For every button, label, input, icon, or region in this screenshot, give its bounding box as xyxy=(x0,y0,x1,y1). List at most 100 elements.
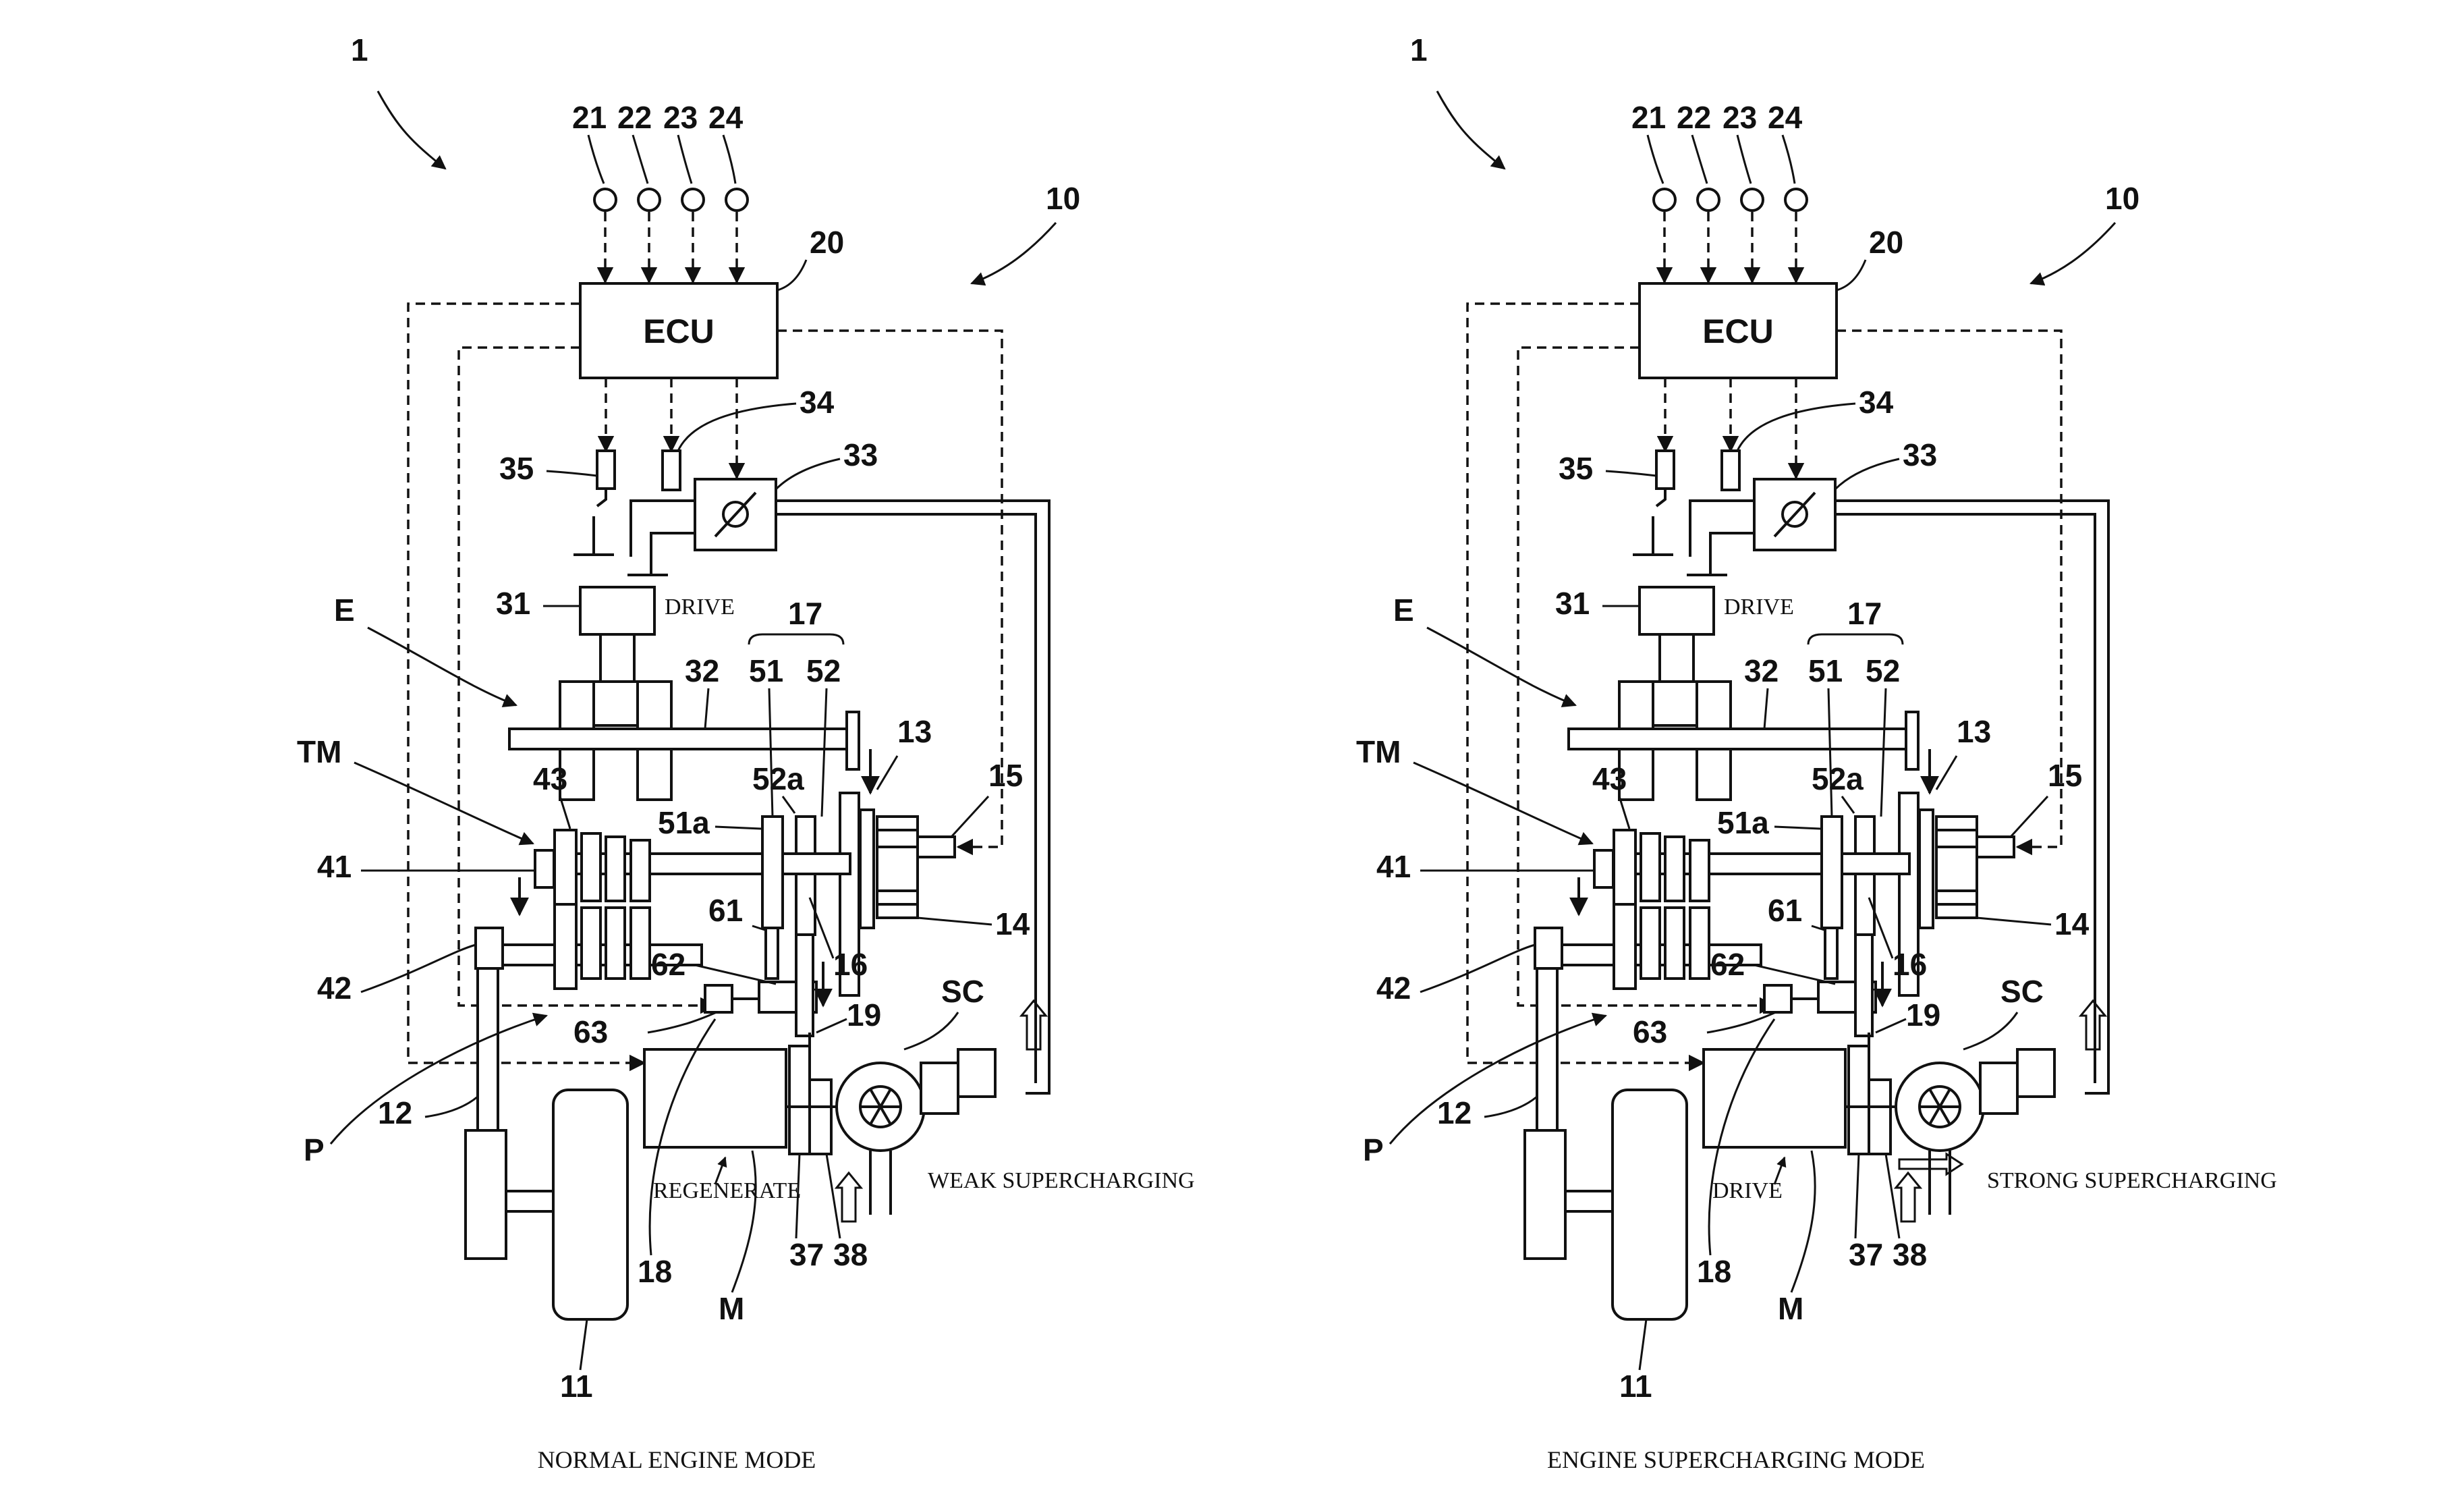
ref-sensor-21: 21 xyxy=(572,100,607,135)
ref-transmission: TM xyxy=(1356,734,1401,769)
ref-shaft-19: 19 xyxy=(847,997,881,1033)
pipe-up-arrow xyxy=(1019,999,1048,1051)
clutch-13-14 xyxy=(1918,808,2015,929)
ref-shaft-16: 16 xyxy=(1893,947,1927,982)
system-leader xyxy=(1436,90,1506,170)
supercharging-label: STRONG SUPERCHARGING xyxy=(1987,1168,2277,1193)
ref-wheel: 11 xyxy=(1619,1369,1652,1404)
crankshaft-32 xyxy=(508,727,851,750)
ref-gear-set: 17 xyxy=(1847,596,1882,631)
sensor-35 xyxy=(1655,449,1675,490)
sensor-34 xyxy=(1720,449,1741,491)
ref-supercharger: SC xyxy=(2000,974,2044,1009)
wheel-11 xyxy=(552,1089,629,1321)
ref-engine: E xyxy=(334,593,355,628)
ecu-label: ECU xyxy=(1702,312,1774,350)
sensors: 21 22 23 24 xyxy=(572,100,749,284)
ref-sensor-23: 23 xyxy=(663,100,698,135)
supercharger-sc xyxy=(835,1062,959,1215)
system-leader xyxy=(376,90,447,170)
motor-m xyxy=(643,1048,787,1149)
motor-m xyxy=(1702,1048,1847,1149)
ref-gear-37: 37 xyxy=(789,1237,824,1272)
ref-sensor-24: 24 xyxy=(708,100,744,135)
ref-system: 1 xyxy=(1410,32,1428,67)
ref-throttle: 33 xyxy=(843,437,878,472)
motor-mode-label: REGENERATE xyxy=(653,1178,801,1203)
ref-power-path: P xyxy=(304,1132,325,1167)
ecu-box xyxy=(1638,282,1838,379)
ref-gear-38: 38 xyxy=(833,1237,868,1272)
actuator-15 xyxy=(916,835,956,858)
ref-gear-37: 37 xyxy=(1849,1237,1883,1272)
ref-gear-52a: 52a xyxy=(1812,761,1864,796)
axle-12 xyxy=(464,1129,507,1260)
intake-up-arrow xyxy=(1893,1171,1923,1223)
ref-gear-51: 51 xyxy=(749,653,783,688)
ref-sensor-63: 63 xyxy=(1633,1014,1667,1049)
ref-sensor-35: 35 xyxy=(499,451,534,486)
ref-ecu: 20 xyxy=(810,225,844,260)
panel-caption: NORMAL ENGINE MODE xyxy=(538,1446,816,1473)
ref-supercharging-system: 10 xyxy=(1046,181,1080,216)
ref-gear-51a: 51a xyxy=(1717,805,1769,840)
actuator-15 xyxy=(1976,835,2015,858)
sensor-34 xyxy=(661,449,681,491)
ref-engine-drive: 31 xyxy=(496,586,530,621)
ref-gear-52: 52 xyxy=(806,653,841,688)
ref-shaft-18: 18 xyxy=(638,1254,672,1289)
ref-motor: M xyxy=(1778,1291,1803,1326)
ref-gear-51: 51 xyxy=(1808,653,1843,688)
ref-gear-42: 42 xyxy=(1376,970,1411,1006)
ref-actuator-62: 62 xyxy=(1710,947,1745,982)
ref-actuator-15: 15 xyxy=(2048,758,2082,793)
ref-shaft-18: 18 xyxy=(1697,1254,1731,1289)
ref-shaft-61: 61 xyxy=(1768,893,1802,928)
clutch-13-14 xyxy=(859,808,956,929)
wheel-11 xyxy=(1611,1089,1688,1321)
ref-wheel: 11 xyxy=(560,1369,593,1404)
crankshaft-32 xyxy=(1567,727,1911,750)
control-lines xyxy=(407,302,1003,1072)
drive-label: DRIVE xyxy=(665,595,735,620)
ref-gear-43: 43 xyxy=(533,761,567,796)
ref-sensor-21: 21 xyxy=(1631,100,1666,135)
control-lines xyxy=(1466,302,2063,1072)
ref-clutch-13: 13 xyxy=(1957,714,1991,749)
engine-drive-31 xyxy=(579,586,656,636)
ref-sensor-24: 24 xyxy=(1768,100,1803,135)
ref-crankshaft: 32 xyxy=(1744,653,1779,688)
ref-power-path: P xyxy=(1363,1132,1384,1167)
ref-actuator-62: 62 xyxy=(651,947,685,982)
ref-gear-42: 42 xyxy=(317,970,352,1006)
ref-axle: 12 xyxy=(1437,1095,1472,1130)
ref-gear-52a: 52a xyxy=(752,761,804,796)
pipe-up-arrow xyxy=(2078,999,2108,1051)
ecu-box xyxy=(579,282,779,379)
ref-gear-52: 52 xyxy=(1866,653,1900,688)
ref-gear-38: 38 xyxy=(1893,1237,1927,1272)
ref-motor: M xyxy=(719,1291,744,1326)
ref-gear-51a: 51a xyxy=(658,805,710,840)
ref-clutch-13: 13 xyxy=(897,714,932,749)
ref-ecu: 20 xyxy=(1869,225,1903,260)
sensors: 21 22 23 24 xyxy=(1631,100,1808,284)
ref-axle: 12 xyxy=(378,1095,412,1130)
ref-sensor-34: 34 xyxy=(1859,385,1894,420)
panel-engine-supercharging-mode: 1 21 22 23 24 ECU 20 xyxy=(1356,32,2277,1473)
ref-sensor-22: 22 xyxy=(1677,100,1711,135)
ref-sensor-23: 23 xyxy=(1723,100,1757,135)
ecu-label: ECU xyxy=(643,312,715,350)
panel-normal-engine-mode: 1 21 22 23 24 ECU 20 xyxy=(297,32,1195,1473)
ref-crankshaft: 32 xyxy=(685,653,719,688)
ref-engine-drive: 31 xyxy=(1555,586,1590,621)
ref-clutch-14: 14 xyxy=(2054,906,2090,941)
ref-gear-set: 17 xyxy=(788,596,822,631)
motor-mode-label: DRIVE xyxy=(1712,1178,1783,1203)
ref-clutch-14: 14 xyxy=(995,906,1030,941)
ref-sensor-22: 22 xyxy=(617,100,652,135)
ref-shaft-16: 16 xyxy=(833,947,868,982)
drive-label: DRIVE xyxy=(1724,595,1794,620)
ref-system: 1 xyxy=(351,32,368,67)
